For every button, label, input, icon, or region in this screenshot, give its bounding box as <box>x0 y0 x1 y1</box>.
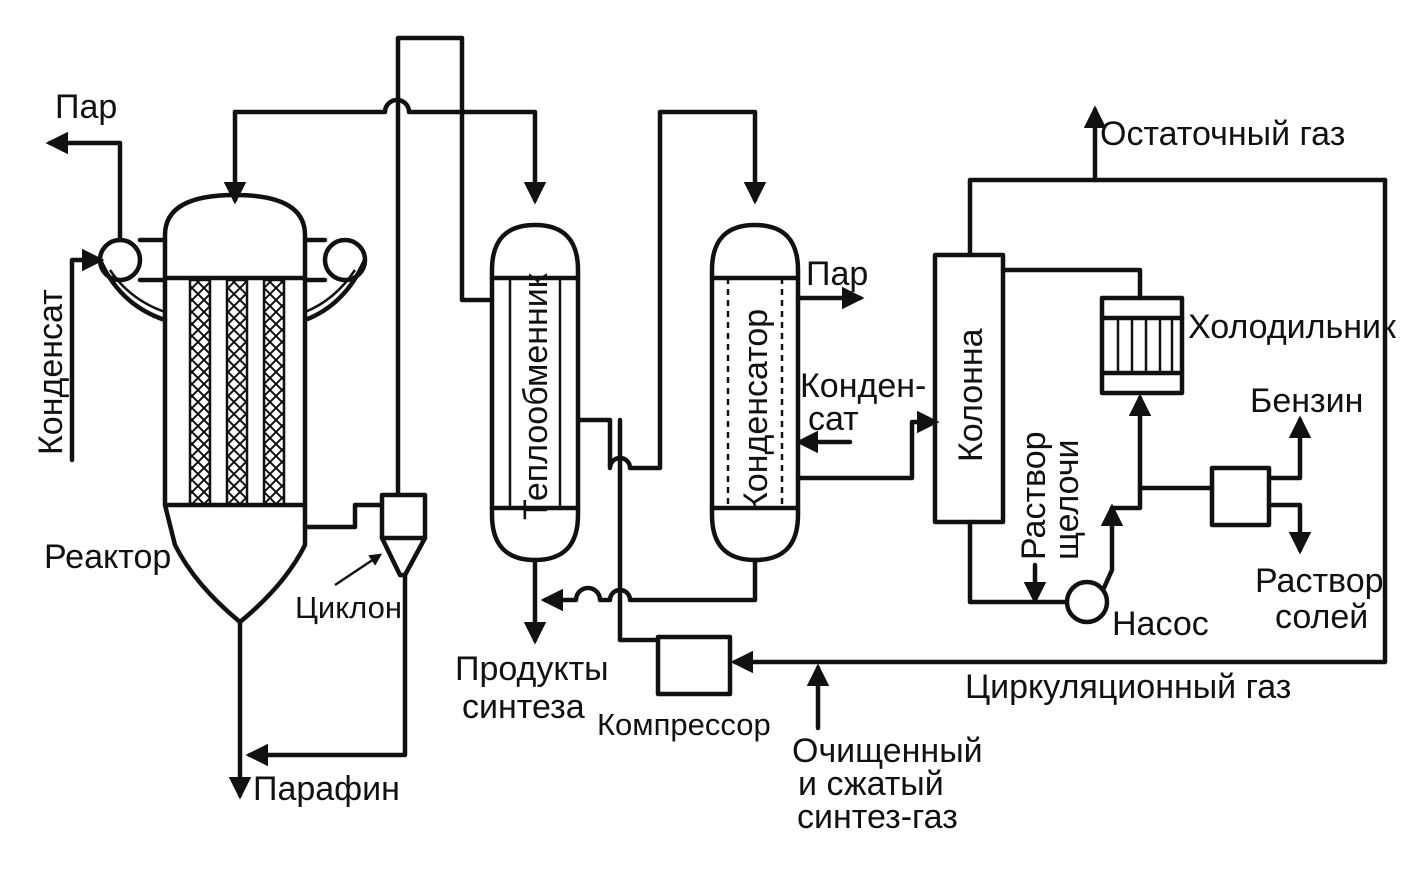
compressor <box>655 634 733 697</box>
pump-out-line <box>1100 503 1124 593</box>
pump-to-separator-line <box>1109 485 1215 511</box>
label-alkali-2: щелочи <box>1048 440 1086 560</box>
label-syngas-3: синтез-газ <box>797 798 958 836</box>
salt-solution-out-line <box>1266 502 1312 555</box>
steam-out-line <box>45 131 123 243</box>
label-steam-right: Пар <box>806 255 868 293</box>
condensate-in-line <box>69 248 105 463</box>
cyclone-paraffin-line <box>245 572 408 767</box>
exchanger-to-condenser-line <box>575 109 767 471</box>
label-compressor: Компрессор <box>597 707 771 742</box>
feed-to-exchanger-line <box>232 97 547 205</box>
column-top-gas-line <box>967 177 1388 258</box>
label-condensate-right-1: Конден- <box>800 367 926 405</box>
label-gasoline: Бензин <box>1250 382 1363 420</box>
label-synthesis: синтеза <box>462 688 585 726</box>
label-cooler: Холодильник <box>1188 308 1397 346</box>
label-salt-2: солей <box>1275 598 1368 636</box>
label-steam-left: Пар <box>55 88 117 126</box>
condenser <box>709 222 801 563</box>
gasoline-out-line <box>1266 415 1312 481</box>
label-products: Продукты <box>455 650 609 688</box>
label-alkali-1: Раствор <box>1015 431 1053 560</box>
cyclone-gas-line <box>395 35 493 498</box>
label-cyclone: Циклон <box>295 590 402 625</box>
heat-exchanger <box>489 222 581 563</box>
label-syngas-1: Очищенный <box>792 732 983 770</box>
column-to-cooler-line <box>1000 267 1143 301</box>
separator <box>1209 465 1272 528</box>
label-condenser: Конденсатор <box>737 309 775 512</box>
label-reactor: Реактор <box>44 538 171 576</box>
catalyst-tube <box>262 278 286 507</box>
condenser-to-column-line <box>795 410 940 481</box>
label-salt-1: Раствор <box>1255 562 1384 600</box>
label-condensate-right-2: сат <box>808 400 859 438</box>
label-pump: Насос <box>1112 605 1209 643</box>
pump <box>1064 579 1110 625</box>
label-syngas-2: и сжатый <box>798 765 944 803</box>
label-condensate-left: Конденсат <box>32 289 70 455</box>
circulation-gas-line <box>730 177 1388 674</box>
reactor-to-cyclone-line <box>302 502 383 530</box>
compressor-feed-line <box>617 417 658 643</box>
label-residual-gas: Остаточный газ <box>1100 115 1345 153</box>
label-circulation-gas: Циркуляционный газ <box>965 668 1291 706</box>
cyclone <box>379 492 428 578</box>
reactor <box>97 192 368 625</box>
catalyst-tube <box>188 278 212 507</box>
label-column: Колонна <box>952 328 990 462</box>
cooler <box>1099 295 1185 396</box>
label-paraffin: Парафин <box>253 770 400 808</box>
catalyst-tube <box>225 278 249 507</box>
label-heat-exchanger: Теплообменник <box>517 272 555 520</box>
condenser-return-line <box>540 557 758 612</box>
